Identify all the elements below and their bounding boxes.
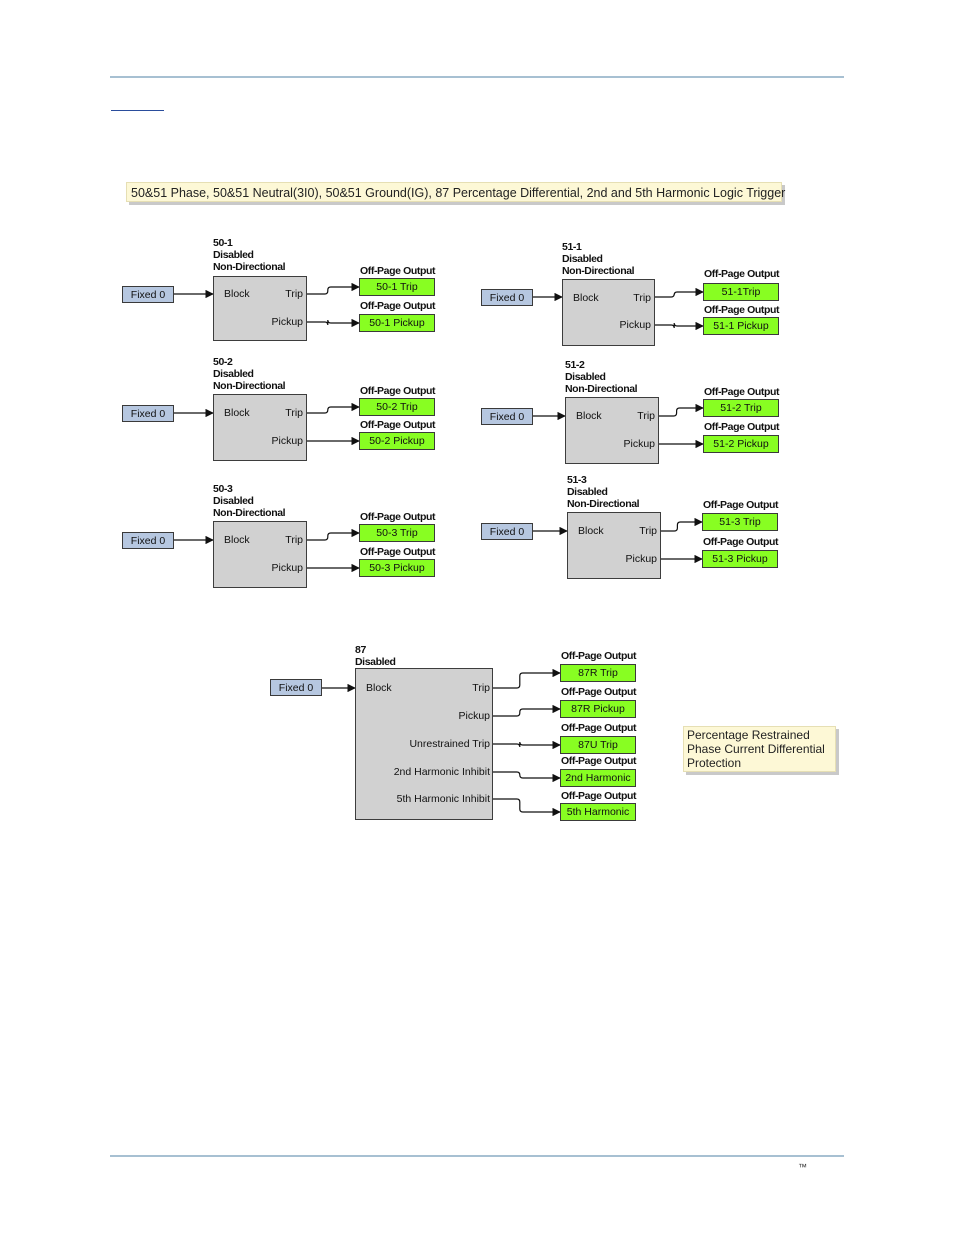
trip-port: Trip: [285, 407, 303, 419]
output-heading: Off-Page Output: [360, 511, 436, 523]
output-wire: [493, 740, 561, 750]
output-heading: Off-Page Output: [360, 300, 436, 312]
trip-port: Trip: [472, 682, 490, 694]
output-heading: Off-Page Output: [704, 304, 780, 316]
output-heading: Off-Page Output: [561, 790, 637, 802]
output-trip[interactable]: 51-3 Trip: [702, 513, 778, 531]
logic-block[interactable]: [213, 521, 307, 588]
block-input-port: Block: [224, 288, 250, 300]
output-heading: Off-Page Output: [704, 268, 780, 280]
output-87r-pickup[interactable]: 87R Pickup: [560, 700, 636, 718]
pickup-wire: [655, 321, 704, 331]
trip-wire: [655, 287, 704, 298]
output-wire: [493, 798, 561, 817]
logic-block[interactable]: [355, 668, 493, 820]
pickup-port: Pickup: [271, 316, 303, 328]
trademark-mark: ™: [798, 1162, 807, 1172]
output-wire: [493, 668, 561, 689]
output-pickup[interactable]: 50-3 Pickup: [359, 559, 435, 577]
trip-wire: [307, 528, 360, 541]
output-pickup[interactable]: 51-3 Pickup: [702, 550, 778, 568]
title-note: 50&51 Phase, 50&51 Neutral(3I0), 50&51 G…: [126, 182, 785, 202]
side-note: Percentage Restrained Phase Current Diff…: [683, 726, 836, 772]
trip-wire: [307, 402, 360, 414]
fixed-input[interactable]: Fixed 0: [122, 405, 174, 422]
trip-port: Trip: [633, 292, 651, 304]
output-trip[interactable]: 50-1 Trip: [359, 278, 435, 296]
fixed-input[interactable]: Fixed 0: [481, 523, 533, 540]
logic-block[interactable]: [565, 397, 659, 464]
output-2nd-harmonic[interactable]: 2nd Harmonic: [560, 769, 636, 787]
output-wire: [493, 771, 561, 783]
logic-block[interactable]: [567, 512, 661, 579]
output-pickup[interactable]: 51-2 Pickup: [703, 435, 779, 453]
trip-port: Trip: [285, 288, 303, 300]
output-heading: Off-Page Output: [360, 419, 436, 431]
trip-port: Trip: [639, 525, 657, 537]
output-trip[interactable]: 51-2 Trip: [703, 399, 779, 417]
trip-wire: [307, 282, 360, 295]
output-87r-trip[interactable]: 87R Trip: [560, 664, 636, 682]
block-input-port: Block: [224, 534, 250, 546]
header-rule: [110, 76, 844, 78]
logic-block[interactable]: [562, 279, 655, 346]
block-input-port: Block: [224, 407, 250, 419]
trip-wire: [661, 517, 703, 532]
output-pickup[interactable]: 50-2 Pickup: [359, 432, 435, 450]
output-wire: [493, 704, 561, 717]
pickup-port: Pickup: [619, 319, 651, 331]
output-heading: Off-Page Output: [704, 386, 780, 398]
header-link-underline[interactable]: [111, 110, 164, 111]
trip-wire: [659, 403, 704, 417]
fixed-input[interactable]: Fixed 0: [270, 679, 322, 696]
pickup-port: Pickup: [271, 562, 303, 574]
block-input-port: Block: [578, 525, 604, 537]
output-heading: Off-Page Output: [704, 421, 780, 433]
pickup-wire: [307, 318, 360, 328]
output-heading: Off-Page Output: [360, 385, 436, 397]
footer-rule: [110, 1155, 844, 1157]
output-pickup[interactable]: 51-1 Pickup: [703, 317, 779, 335]
5th-harmonic-inhibit-port: 5th Harmonic Inhibit: [396, 793, 490, 805]
output-5th-harmonic[interactable]: 5th Harmonic: [560, 803, 636, 821]
output-heading: Off-Page Output: [360, 546, 436, 558]
output-heading: Off-Page Output: [561, 722, 637, 734]
fixed-input[interactable]: Fixed 0: [481, 289, 533, 306]
output-heading: Off-Page Output: [561, 650, 637, 662]
logic-block[interactable]: [213, 276, 307, 341]
output-pickup[interactable]: 50-1 Pickup: [359, 314, 435, 332]
output-trip[interactable]: 50-3 Trip: [359, 524, 435, 542]
trip-port: Trip: [285, 534, 303, 546]
fixed-input[interactable]: Fixed 0: [122, 286, 174, 303]
fixed-input[interactable]: Fixed 0: [122, 532, 174, 549]
fixed-input[interactable]: Fixed 0: [481, 408, 533, 425]
block-input-port: Block: [366, 682, 392, 694]
output-trip[interactable]: 51-1Trip: [703, 283, 779, 301]
output-trip[interactable]: 50-2 Trip: [359, 398, 435, 416]
block-input-port: Block: [576, 410, 602, 422]
pickup-port: Pickup: [623, 438, 655, 450]
trip-port: Trip: [637, 410, 655, 422]
pickup-port: Pickup: [458, 710, 490, 722]
output-heading: Off-Page Output: [703, 536, 779, 548]
output-heading: Off-Page Output: [561, 686, 637, 698]
2nd-harmonic-inhibit-port: 2nd Harmonic Inhibit: [393, 766, 490, 778]
output-heading: Off-Page Output: [360, 265, 436, 277]
output-heading: Off-Page Output: [703, 499, 779, 511]
unrestrained-trip-port: Unrestrained Trip: [409, 738, 490, 750]
pickup-port: Pickup: [625, 553, 657, 565]
pickup-port: Pickup: [271, 435, 303, 447]
block-input-port: Block: [573, 292, 599, 304]
output-87u-trip[interactable]: 87U Trip: [560, 736, 636, 754]
output-heading: Off-Page Output: [561, 755, 637, 767]
logic-block[interactable]: [213, 394, 307, 461]
